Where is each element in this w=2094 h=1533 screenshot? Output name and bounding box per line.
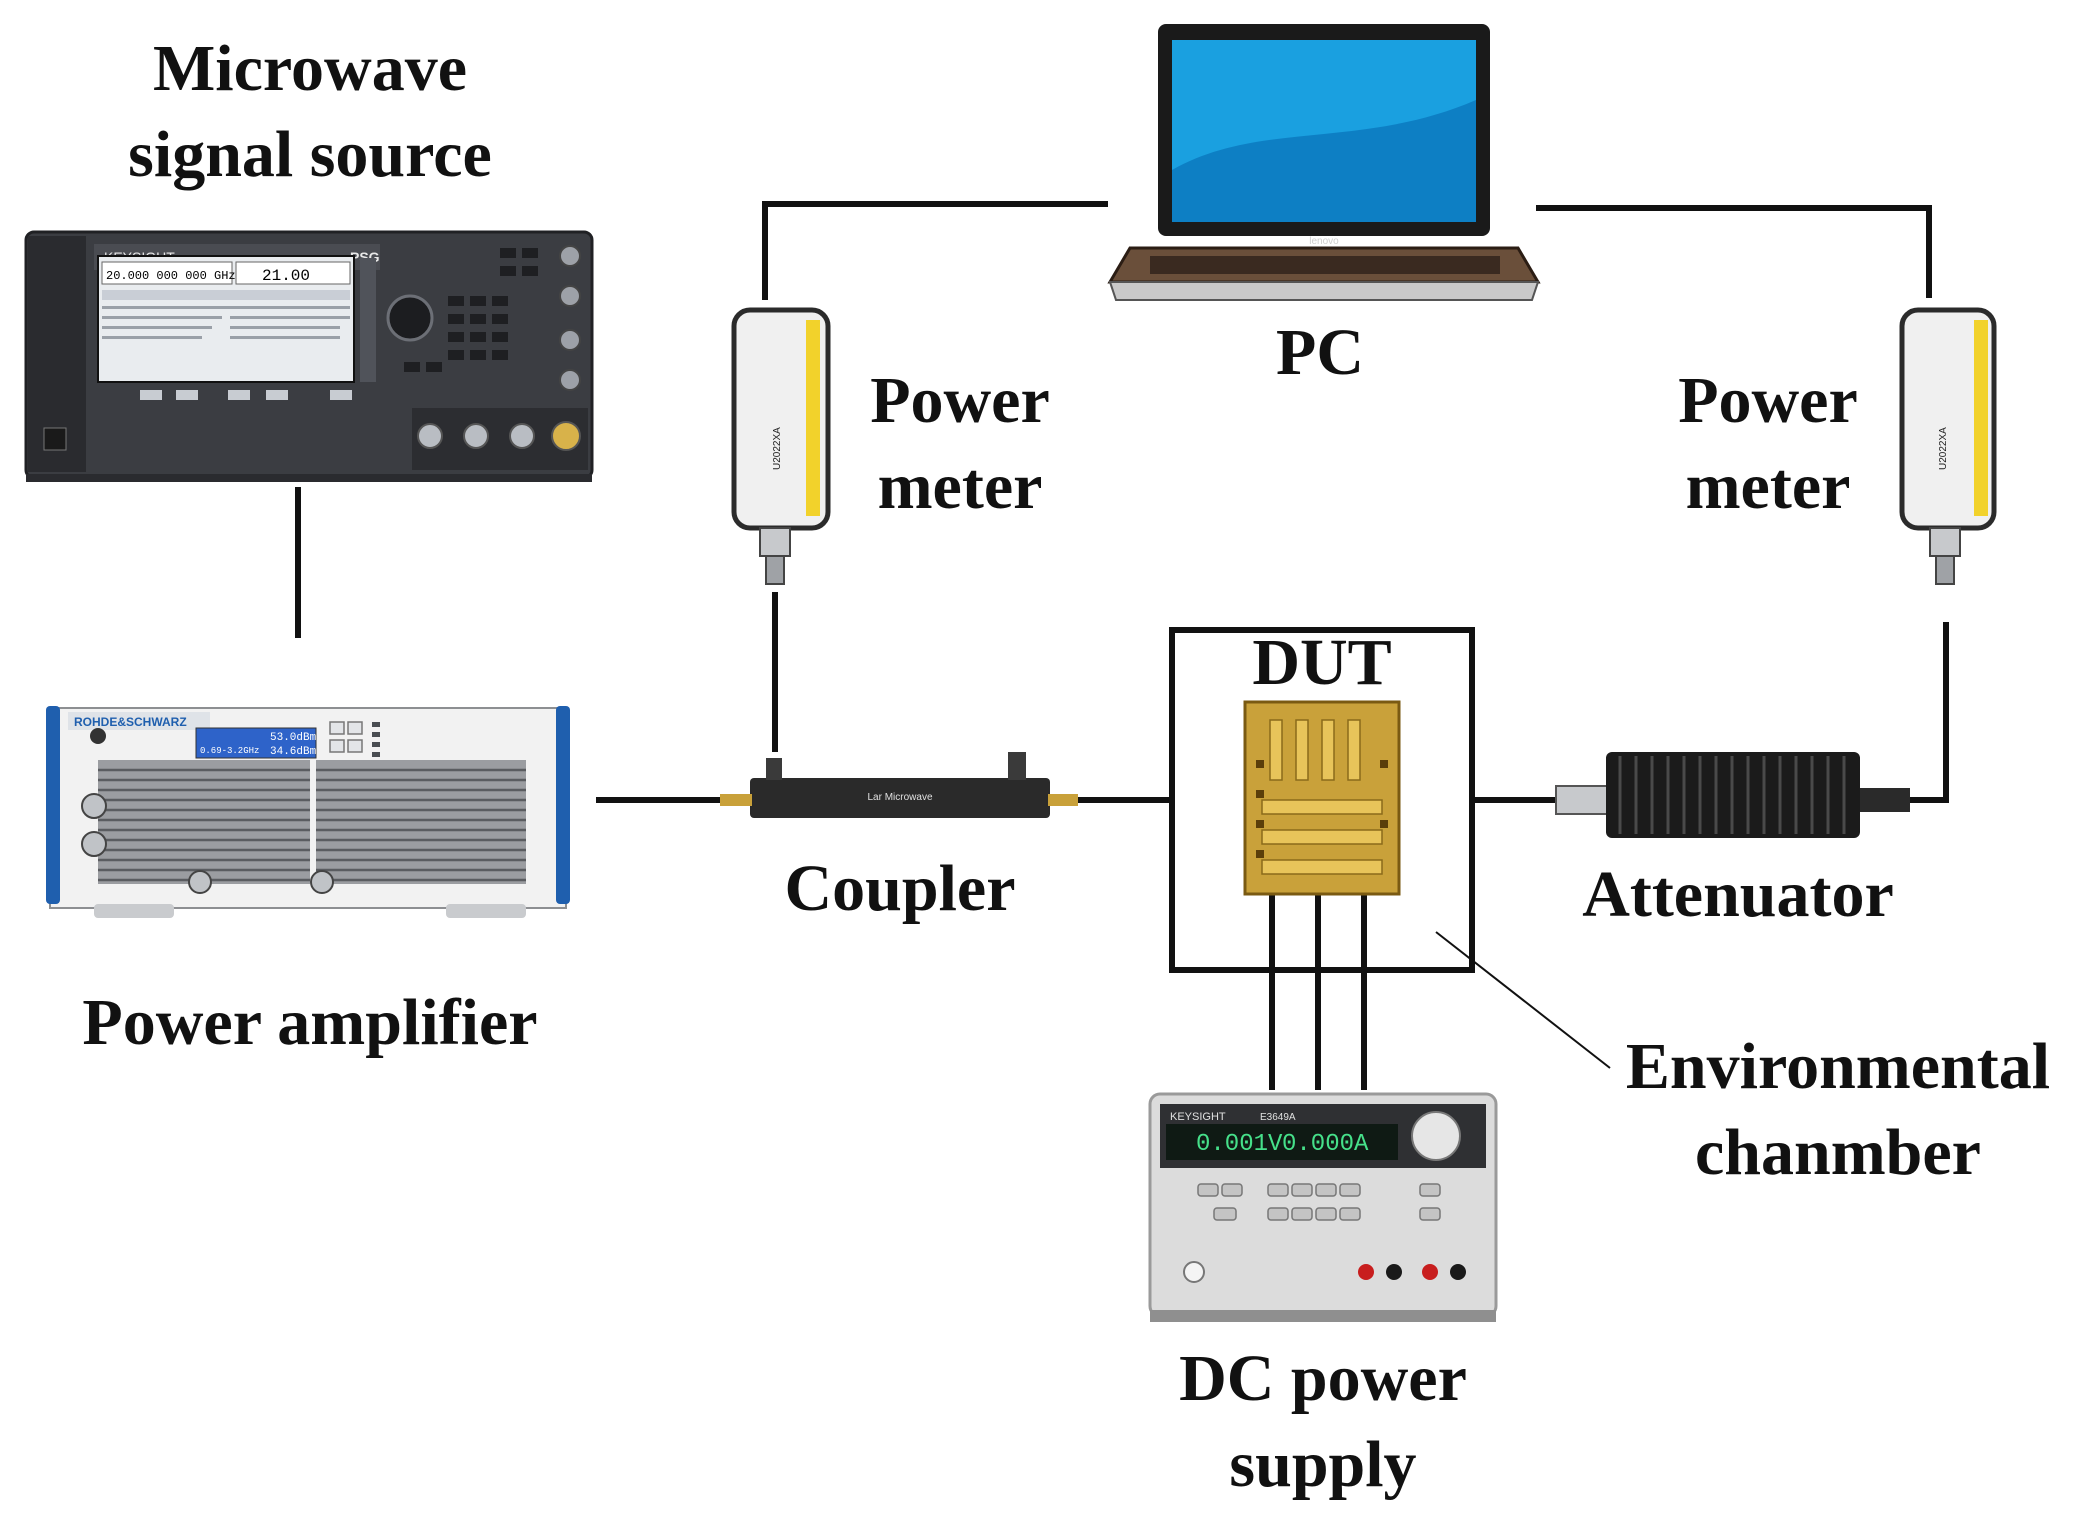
signal-source-instrument: KEYSIGHT PSG 20.000 000 000 GHz 21.00	[24, 230, 594, 482]
label-power-meter-right-line-1: Power	[1678, 364, 1858, 437]
dc-power-supply-instrument: KEYSIGHT E3649A 0.001V 0.000A	[1148, 1092, 1498, 1322]
svg-text:U2022XA: U2022XA	[772, 427, 783, 470]
svg-text:E3649A: E3649A	[1260, 1112, 1296, 1123]
environmental-chamber	[1169, 627, 1475, 973]
label-pc: PC	[1276, 316, 1364, 389]
svg-text:Lar Microwave: Lar Microwave	[867, 792, 932, 803]
label-power-meter-left-line-1: Power	[870, 364, 1050, 437]
attenuator-device	[1555, 752, 1910, 838]
dc-supply-display	[1166, 1124, 1398, 1160]
label-power-meter-left-line-2: meter	[877, 449, 1043, 523]
svg-text:0.001V: 0.001V	[1196, 1131, 1283, 1158]
label-dut: DUT	[1252, 626, 1392, 699]
wire-pc-to-power-meter-right	[1536, 205, 1932, 298]
label-dc-power-supply-line-1: DC power	[1179, 1342, 1467, 1415]
svg-text:34.6dBm: 34.6dBm	[270, 746, 317, 758]
wire-pc-to-power-meter-left	[762, 201, 1108, 300]
svg-text:U2022XA: U2022XA	[1938, 427, 1949, 470]
label-coupler: Coupler	[784, 852, 1016, 925]
label-signal-source-line-1: Microwave	[153, 32, 467, 105]
svg-text:ROHDE&SCHWARZ: ROHDE&SCHWARZ	[74, 715, 187, 729]
coupler-device: Lar Microwave	[720, 752, 1078, 818]
label-power-meter-right-line-2: meter	[1685, 449, 1851, 523]
label-power-meter-right: Power meter	[1648, 358, 1888, 530]
svg-text:KEYSIGHT: KEYSIGHT	[1170, 1111, 1226, 1123]
chamber-leader-line	[1435, 931, 1611, 1069]
power-meter-right-device: U2022XA	[1899, 307, 1997, 585]
label-power-amplifier: Power amplifier	[82, 986, 538, 1059]
label-environmental-chamber-line-2: chanmber	[1695, 1115, 1981, 1189]
wire-attenuator-to-power-meter-right	[1910, 622, 1949, 803]
svg-text:53.0dBm: 53.0dBm	[270, 732, 317, 744]
label-power-meter-left: Power meter	[840, 358, 1080, 530]
label-dc-power-supply: DC power supply	[1150, 1336, 1496, 1508]
label-attenuator: Attenuator	[1582, 858, 1894, 931]
power-amplifier-display	[195, 727, 317, 759]
signal-source-knob	[386, 294, 434, 342]
svg-text:20.000 000 000 GHz: 20.000 000 000 GHz	[106, 269, 236, 283]
label-signal-source: Microwave signal source	[72, 26, 548, 198]
svg-text:0.000A: 0.000A	[1282, 1131, 1369, 1158]
svg-text:lenovo: lenovo	[1309, 236, 1339, 247]
label-environmental-chamber-line-1: Environmental	[1625, 1030, 2051, 1103]
pc-laptop: lenovo	[1107, 24, 1541, 301]
power-meter-left-device: U2022XA	[731, 307, 831, 585]
dut-chip	[1243, 700, 1401, 896]
power-amplifier-instrument: ROHDE&SCHWARZ 53.0dBm 34.6dBm 0.69-3.2GH…	[46, 706, 570, 918]
svg-text:21.00: 21.00	[262, 267, 310, 285]
label-signal-source-line-2: signal source	[128, 117, 492, 191]
svg-text:0.69-3.2GHz: 0.69-3.2GHz	[200, 746, 259, 756]
label-dc-power-supply-line-2: supply	[1229, 1427, 1417, 1501]
wiring	[295, 201, 1949, 1090]
label-environmental-chamber: Environmental chanmber	[1608, 1024, 2068, 1196]
dc-supply-knob	[1411, 1111, 1461, 1161]
